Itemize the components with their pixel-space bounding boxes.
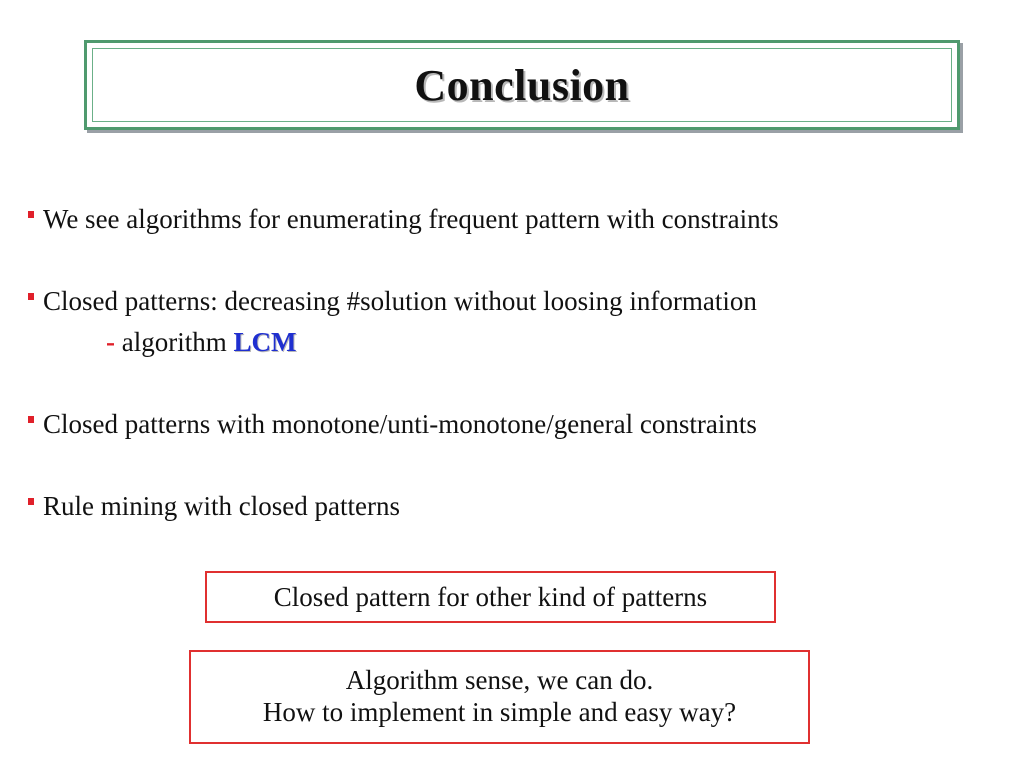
- bullet-item-3: Closed patterns with monotone/unti-monot…: [28, 408, 757, 440]
- bullet-item-2: Closed patterns: decreasing #solution wi…: [28, 285, 757, 317]
- callout-text: Closed pattern for other kind of pattern…: [273, 582, 708, 612]
- lcm-highlight: LCM: [233, 327, 297, 357]
- bullet-icon: [28, 293, 34, 300]
- bullet-item-1: We see algorithms for enumerating freque…: [28, 203, 779, 235]
- bullet-icon: [28, 498, 34, 505]
- bullet-text: Closed patterns: decreasing #solution wi…: [43, 286, 757, 316]
- title-inner-border: Conclusion: [92, 48, 952, 122]
- bullet-text: Rule mining with closed patterns: [43, 491, 400, 521]
- bullet-icon: [28, 416, 34, 423]
- sub-bullet-text: algorithm: [121, 327, 227, 357]
- title-frame: Conclusion: [84, 40, 960, 130]
- bullet-item-4: Rule mining with closed patterns: [28, 490, 400, 522]
- slide-title: Conclusion: [414, 60, 630, 110]
- bullet-text: Closed patterns with monotone/unti-monot…: [43, 409, 757, 439]
- bullet-text: We see algorithms for enumerating freque…: [43, 204, 779, 234]
- callout-line-1: Algorithm sense, we can do.: [345, 665, 654, 695]
- bullet-icon: [28, 211, 34, 218]
- callout-box-other-patterns: Closed pattern for other kind of pattern…: [205, 571, 776, 623]
- callout-line-2: How to implement in simple and easy way?: [262, 697, 737, 727]
- dash-icon: -: [106, 327, 115, 357]
- sub-bullet-item: - algorithm LCM: [106, 326, 296, 358]
- callout-box-implementation: Algorithm sense, we can do. How to imple…: [189, 650, 810, 744]
